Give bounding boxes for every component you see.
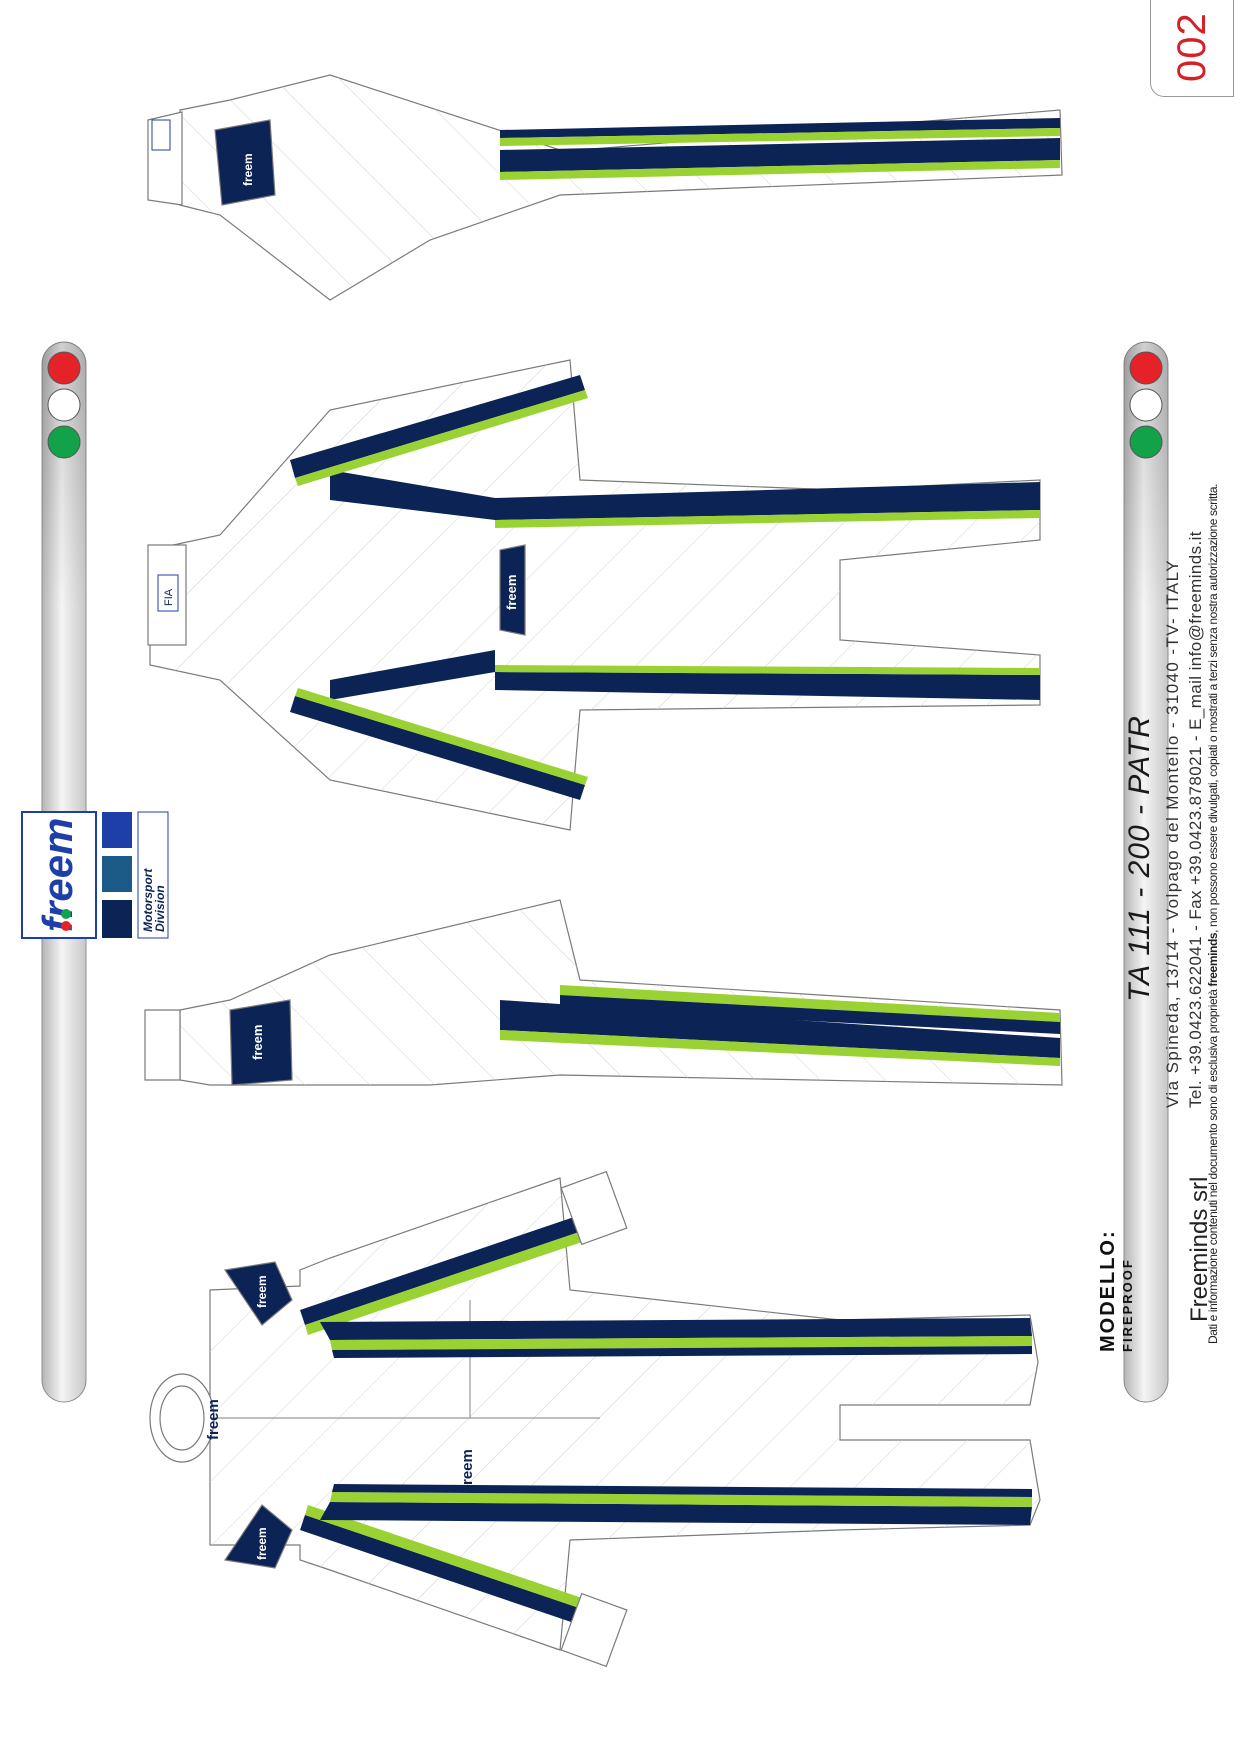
division-line1: Motorsport [141, 868, 155, 932]
division-line2: Division [153, 885, 167, 932]
suit-logo-chest: freem [205, 1399, 222, 1440]
suit-back-view [147, 359, 1041, 831]
company-address: Via Spineda, 13/14 - Volpago del Montell… [1163, 559, 1182, 1108]
suit-logo-belly: freem [459, 1449, 476, 1490]
page-number: 002 [1170, 12, 1214, 82]
suit-logo-back: freem [504, 575, 519, 610]
suit-side-view-left [144, 899, 1063, 1086]
right-color-bar [1123, 341, 1169, 1403]
suit-logo-top: freem [241, 153, 255, 186]
disclaimer-end: , non possono essere divulgati, copiati … [1206, 483, 1220, 933]
model-label: MODELLO: [1097, 1229, 1119, 1352]
fia-badge-text: FIA [163, 588, 175, 606]
fia-badge-icon [151, 119, 171, 151]
page-number-tab [1150, 0, 1234, 97]
suit-logo-side: freem [250, 1025, 265, 1060]
model-code: TA 111 - 200 - PATR [1123, 715, 1156, 1002]
suit-logo-shoulder-left: freem [255, 1275, 269, 1308]
suit-front-view [149, 1170, 1041, 1668]
suit-side-view-right [147, 74, 1063, 301]
company-contact: Tel. +39.0423.622041 - Fax +39.0423.8780… [1186, 531, 1205, 1108]
freem-logo-icon: freem Motorsport Division [21, 811, 169, 939]
fia-badge-icon: FIA [157, 574, 179, 612]
disclaimer-brand: freeminds [1206, 932, 1220, 987]
suit-logo-shoulder-right: freem [255, 1527, 269, 1560]
traffic-light-icon [1129, 351, 1163, 459]
disclaimer: Dati e informazione contenuti nel docume… [1206, 484, 1220, 1344]
brand-logo-text: freem [34, 818, 81, 932]
model-category: FIREPROOF [1120, 1258, 1135, 1352]
disclaimer-start: Dati e informazione contenuti nel docume… [1206, 986, 1220, 1345]
traffic-light-icon [47, 351, 81, 459]
